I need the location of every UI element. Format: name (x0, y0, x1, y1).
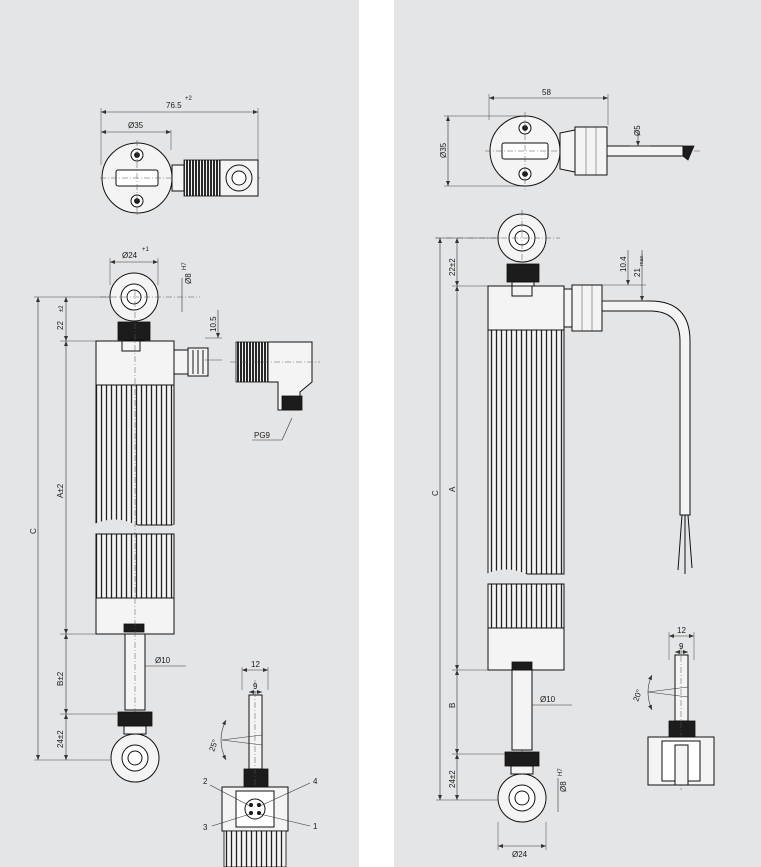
dim-r-21-max: max. (639, 254, 645, 266)
cable-gland-side (571, 284, 603, 332)
label-pg: PG9 (254, 431, 271, 440)
pin-label-1: 1 (313, 822, 318, 831)
dim-rod-dia: Ø10 (155, 656, 171, 665)
left-detail-view: 12 9 25° 2 3 4 1 (203, 660, 318, 867)
dim-len-a: A±2 (56, 483, 65, 498)
connector-knurl (183, 159, 221, 197)
left-side-view: Ø24 +1 Ø8 H7 22 ±2 10.5 (29, 247, 320, 783)
dim-r-pin-dia: Ø8 (559, 781, 568, 792)
dim-r-len-a: A (448, 486, 457, 492)
dim-r-pin-tol: H7 (558, 768, 564, 776)
dim-r-eye-dia: Ø24 (512, 850, 528, 859)
dim-r-detail-12: 12 (677, 626, 686, 635)
dim-r-detail-9: 9 (679, 642, 684, 651)
right-detail-view: 12 9 20° (631, 626, 715, 790)
dim-r-bot-eye-len: 24±2 (448, 770, 457, 788)
dim-top-dia: Ø35 (128, 121, 144, 130)
dim-r-top-overall: 58 (542, 88, 551, 97)
dim-eye-len: 22 (56, 321, 65, 330)
pin-label-4: 4 (313, 777, 318, 786)
right-top-view: 58 Ø35 Ø5 (439, 88, 700, 190)
dim-top-overall-tol: +2 (185, 96, 193, 102)
dim-r-104: 10.4 (619, 256, 628, 272)
right-side-view: 22±2 10.4 21 max. Ø10 Ø8 H7 Ø24 (431, 210, 693, 859)
dim-r-len-b: B (448, 703, 457, 708)
dim-conn-offset: 10.5 (209, 316, 218, 332)
dim-pin-tol: H7 (182, 262, 188, 270)
dim-r-21: 21 (633, 268, 642, 277)
dim-detail-12: 12 (251, 660, 260, 669)
dim-len-c: C (29, 528, 38, 534)
dim-detail-9: 9 (253, 682, 258, 691)
left-top-view: 76.5 +2 Ø35 (100, 96, 262, 215)
dim-top-overall: 76.5 (166, 101, 182, 110)
dim-eye-dia: Ø24 (122, 251, 138, 260)
panel-plug-version (0, 0, 359, 867)
sensor-body-ribbed-r (487, 329, 565, 575)
dim-eye-len-tol: ±2 (59, 305, 65, 312)
dim-detail-angle: 25° (207, 738, 220, 752)
cable (601, 300, 691, 516)
dim-r-top-dia: Ø35 (439, 142, 448, 158)
dim-len-b: B±2 (56, 671, 65, 686)
dim-r-len-c: C (431, 490, 440, 496)
pin-label-3: 3 (203, 823, 208, 832)
dim-r-eye-len: 22±2 (448, 258, 457, 276)
dim-r-detail-angle: 20° (631, 688, 644, 702)
dim-eye-dia-tol: +1 (142, 247, 150, 253)
dim-r-cable-dia: Ø5 (633, 125, 642, 136)
cable-gland-top (574, 126, 608, 176)
dim-bot-eye-len: 24±2 (56, 730, 65, 748)
dim-r-rod-dia: Ø10 (540, 695, 556, 704)
pin-label-2: 2 (203, 777, 208, 786)
dim-pin-dia: Ø8 (184, 273, 193, 284)
